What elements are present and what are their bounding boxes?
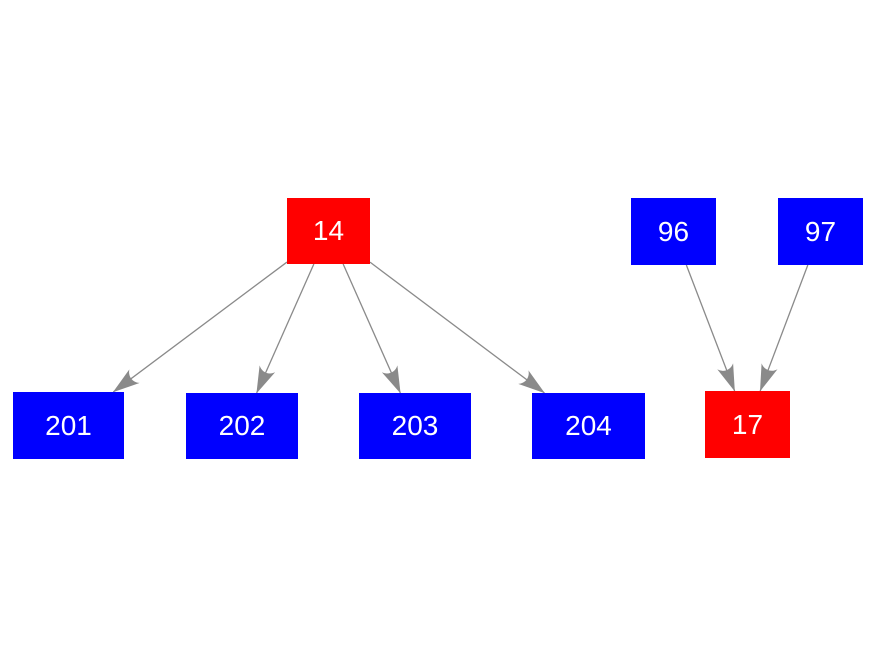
edge-97-17 bbox=[759, 264, 809, 392]
edge-14-201 bbox=[112, 261, 288, 393]
node-14[interactable]: 14 bbox=[287, 198, 370, 264]
edge-96-17 bbox=[685, 264, 736, 392]
edge-14-203 bbox=[342, 263, 401, 394]
node-204[interactable]: 204 bbox=[532, 393, 645, 459]
node-96[interactable]: 96 bbox=[631, 198, 716, 265]
edge-14-204 bbox=[369, 261, 545, 394]
node-17[interactable]: 17 bbox=[705, 391, 790, 458]
node-202[interactable]: 202 bbox=[186, 393, 298, 459]
node-203[interactable]: 203 bbox=[359, 393, 471, 459]
node-97[interactable]: 97 bbox=[778, 198, 863, 265]
edges-group bbox=[112, 261, 809, 394]
node-201[interactable]: 201 bbox=[13, 392, 124, 459]
edge-14-202 bbox=[256, 263, 315, 394]
